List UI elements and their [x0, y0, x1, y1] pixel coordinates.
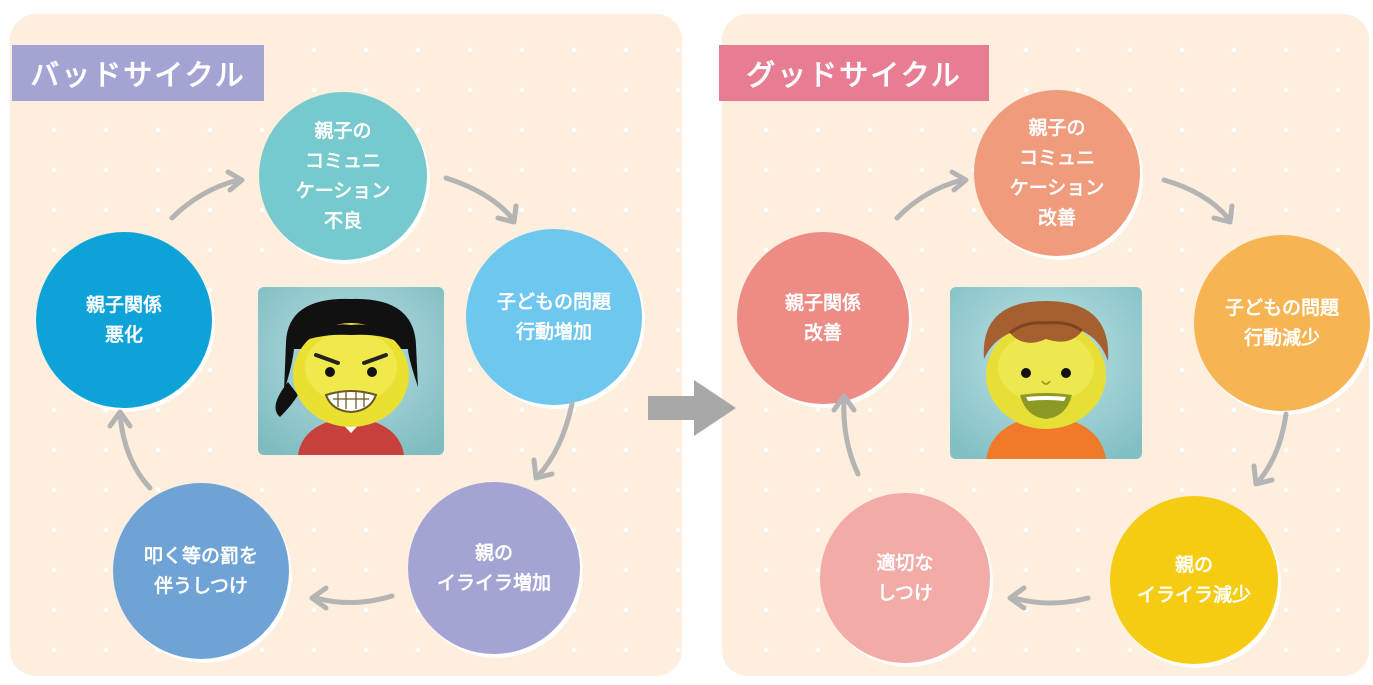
node-problem-behavior-decrease: 子どもの問題 行動減少	[1194, 235, 1370, 411]
arrow-good-5-head	[831, 393, 857, 413]
arrow-bad-3	[535, 401, 575, 479]
arrow-good-4	[1011, 595, 1091, 606]
node-relationship-worsening: 親子関係 悪化	[36, 232, 212, 408]
transition-arrow	[648, 380, 736, 436]
node-problem-behavior-increase: 子どもの問題 行動増加	[466, 229, 642, 405]
arrow-good-2-head	[1211, 203, 1235, 225]
arrow-bad-2-head	[495, 203, 519, 225]
arrow-bad-5	[117, 411, 153, 491]
node-parent-irritation-increase: 親の イライラ増加	[408, 482, 580, 654]
bad-cycle-title: バッドサイクル	[12, 45, 264, 101]
arrow-bad-3-head	[531, 457, 555, 481]
arrow-bad-2	[443, 175, 515, 221]
arrow-good-4-head	[1007, 585, 1027, 611]
arrow-good-1	[894, 177, 965, 221]
node-parent-irritation-decrease: 親の イライラ減少	[1110, 496, 1278, 664]
arrow-good-5	[841, 395, 861, 477]
arrow-good-3	[1255, 411, 1289, 485]
arrow-bad-4-head	[309, 585, 329, 611]
angry-girl-icon	[258, 287, 444, 455]
node-relationship-improve: 親子関係 改善	[737, 232, 909, 404]
arrow-bad-5-head	[107, 409, 133, 429]
arrow-good-2	[1161, 177, 1231, 221]
node-communication-improve: 親子の コミュニ ケーション 改善	[974, 90, 1140, 256]
arrow-bad-1-head	[225, 169, 245, 193]
good-cycle-title: グッドサイクル	[719, 45, 989, 101]
node-communication-poor: 親子の コミュニ ケーション 不良	[259, 92, 427, 260]
smiling-boy-icon	[950, 287, 1142, 459]
node-appropriate-discipline: 適切な しつけ	[820, 493, 990, 663]
arrow-good-1-head	[949, 169, 969, 193]
node-punitive-discipline: 叩く等の罰を 伴うしつけ	[113, 483, 289, 659]
arrow-good-3-head	[1251, 463, 1275, 487]
arrow-bad-4	[313, 593, 395, 606]
arrow-bad-1	[169, 177, 241, 221]
